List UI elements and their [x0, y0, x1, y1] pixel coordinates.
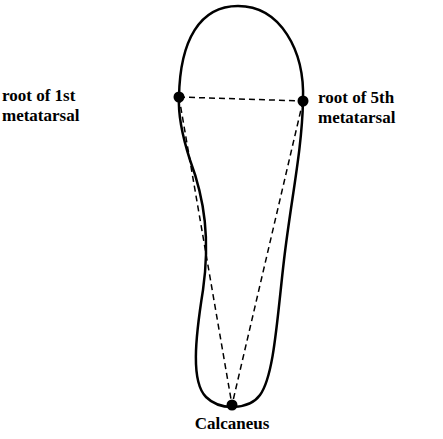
dashed-line: [179, 97, 303, 101]
foot-outline: [179, 6, 303, 407]
landmark-label: Calcaneus: [132, 414, 332, 434]
dashed-line: [232, 101, 303, 405]
landmark-dot: [174, 92, 185, 103]
landmark-label: root of 1st metatarsal: [2, 86, 114, 126]
landmark-dot: [298, 96, 309, 107]
landmark-dot: [227, 400, 238, 411]
dashed-line: [179, 97, 232, 405]
landmark-label: root of 5th metatarsal: [318, 88, 438, 128]
